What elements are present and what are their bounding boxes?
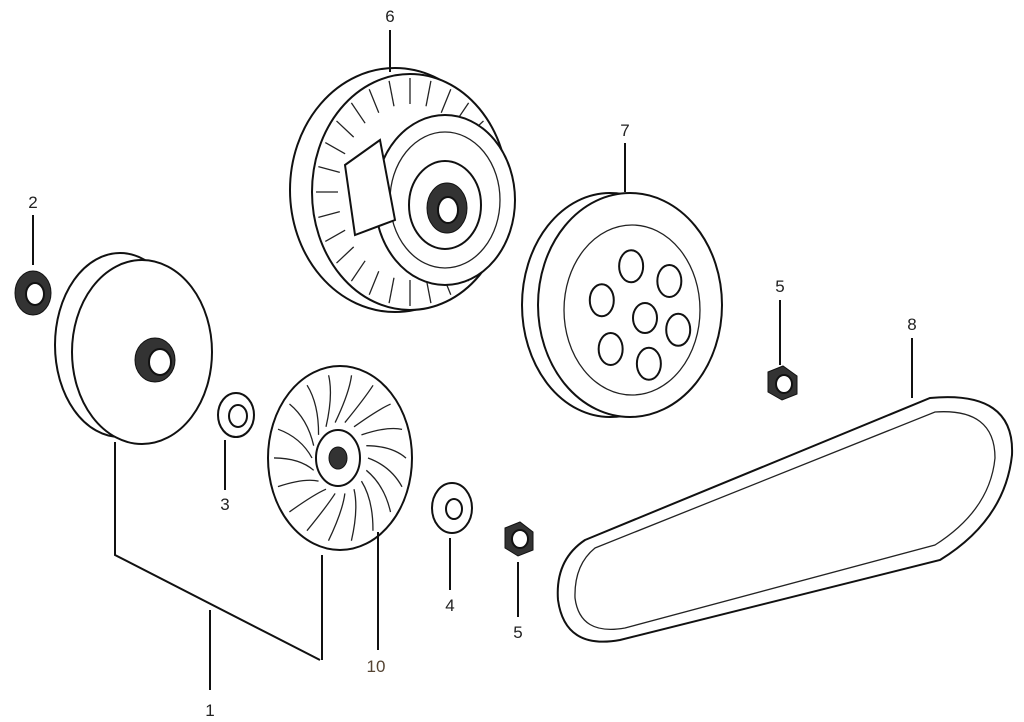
fin-line (350, 260, 366, 282)
fan-fin (277, 428, 313, 459)
fin-line (318, 210, 340, 218)
fin-line (388, 80, 395, 107)
fan-fin (277, 479, 319, 488)
bell-hole (656, 264, 683, 299)
fan-fin (361, 427, 403, 436)
part-5-nut-lower (504, 521, 534, 557)
fin-line (440, 89, 452, 113)
fan-fin (289, 488, 327, 513)
fan-fin (327, 493, 346, 541)
fan-fin (367, 457, 403, 488)
fan-fin (334, 375, 353, 423)
fin-line (318, 166, 340, 174)
fin-line (336, 120, 355, 138)
fin-line (324, 141, 346, 155)
fin-line (425, 80, 432, 107)
callout-5-lower: 5 (513, 623, 522, 642)
part-1-drive-face (54, 252, 213, 445)
bell-hole (635, 346, 662, 381)
fan-fin (366, 445, 407, 459)
fan-fin (353, 403, 391, 428)
callout-6: 6 (385, 7, 394, 26)
fin-line (324, 229, 346, 243)
fan-fin (306, 493, 336, 532)
callout-4: 4 (445, 596, 454, 615)
part-2-washer (14, 270, 52, 316)
bell-hole (618, 249, 645, 284)
callout-2: 2 (28, 193, 37, 212)
callout-10: 10 (367, 657, 386, 676)
callout-1: 1 (205, 701, 214, 720)
callout-5-upper: 5 (775, 277, 784, 296)
fan-fin (365, 469, 392, 513)
callout-7: 7 (620, 121, 629, 140)
fan-fin (325, 375, 332, 427)
callout-3: 3 (220, 495, 229, 514)
fin-line (368, 271, 380, 295)
part-6-clutch-assembly (289, 67, 516, 313)
fin-line (368, 89, 380, 113)
fan-fin (360, 480, 374, 531)
part-5-nut-upper (767, 365, 798, 401)
part-10-movable-drive-face (267, 365, 413, 551)
bell-hole (665, 312, 692, 347)
bell-hole (597, 331, 624, 366)
part-3-washer (217, 392, 255, 438)
fin-line (350, 102, 366, 124)
callout-8: 8 (907, 315, 916, 334)
fan-fin (344, 384, 374, 423)
bell-hole (588, 283, 615, 318)
part-4-washer (431, 482, 473, 534)
part-7-clutch-bell (521, 192, 723, 418)
fan-fin (289, 403, 315, 446)
fin-line (336, 246, 355, 264)
part-8-drive-belt (556, 396, 1014, 643)
fin-line (388, 277, 395, 304)
fan-fin (306, 384, 320, 435)
leader-lines-1 (114, 442, 323, 690)
fan-fin (273, 457, 315, 471)
fan-fin (350, 489, 357, 541)
